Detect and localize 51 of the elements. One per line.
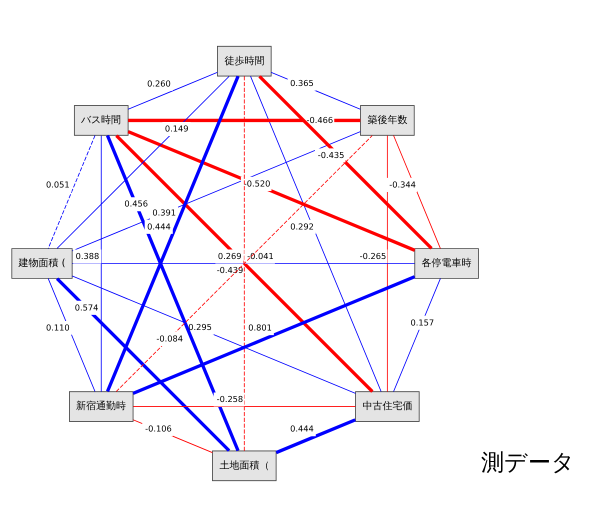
connector	[393, 278, 441, 392]
edge-label: -0.041	[247, 250, 274, 261]
edge-label: 0.444	[290, 423, 314, 434]
edge-label: 0.574	[74, 302, 98, 312]
connector	[56, 276, 230, 452]
edge-label: -0.084	[156, 332, 184, 343]
connector	[128, 130, 416, 252]
node-box: 中古住宅価	[355, 390, 420, 422]
edge-label: -0.344	[389, 178, 416, 189]
edge-label: -0.520	[244, 178, 270, 188]
connector	[132, 418, 213, 452]
edge-label: 0.801	[248, 322, 272, 332]
connector	[128, 71, 218, 110]
edge-label: 0.295	[188, 322, 212, 332]
connector	[244, 75, 245, 451]
connector	[276, 418, 356, 454]
node-box: バス時間	[74, 104, 129, 136]
edge-label: 0.157	[410, 316, 434, 327]
label: 測データ	[480, 450, 575, 476]
edge-label: 0.051	[46, 178, 70, 189]
edge-label: -0.439	[216, 264, 244, 275]
node-box: 徒歩時間	[217, 45, 272, 76]
connector	[72, 130, 361, 251]
edge-label: -0.466	[306, 114, 334, 124]
edge-label: 0.269	[218, 250, 242, 260]
connector	[106, 134, 240, 451]
connector	[386, 134, 388, 392]
edge-label: 0.292	[290, 220, 314, 231]
edge-label: 0.391	[152, 206, 176, 217]
connector	[72, 262, 415, 264]
connector	[100, 134, 102, 392]
edge-label: 0.110	[46, 322, 70, 332]
connector	[128, 118, 360, 122]
edge-label: 0.388	[76, 250, 100, 261]
node-box: 築後年数	[360, 104, 415, 136]
edge-label: 0.456	[124, 198, 148, 208]
edge-label: -0.106	[145, 423, 172, 434]
edge-label: 0.149	[164, 122, 189, 133]
connector	[132, 274, 416, 394]
connector	[270, 71, 361, 110]
node-box: 各停電車時	[414, 248, 479, 278]
node-box: 土地面積（	[212, 450, 277, 481]
edge-label: 0.260	[147, 78, 171, 88]
node-box: 新宿通勤時	[69, 390, 134, 422]
edge-label: 0.444	[147, 220, 171, 231]
node-box: 建物面積 (	[11, 248, 73, 278]
edge-label: -0.435	[318, 149, 344, 160]
edge-label: -0.258	[216, 394, 244, 404]
edge-label: -0.265	[360, 250, 386, 261]
edge-label: 0.365	[290, 78, 314, 88]
connector	[48, 134, 96, 248]
